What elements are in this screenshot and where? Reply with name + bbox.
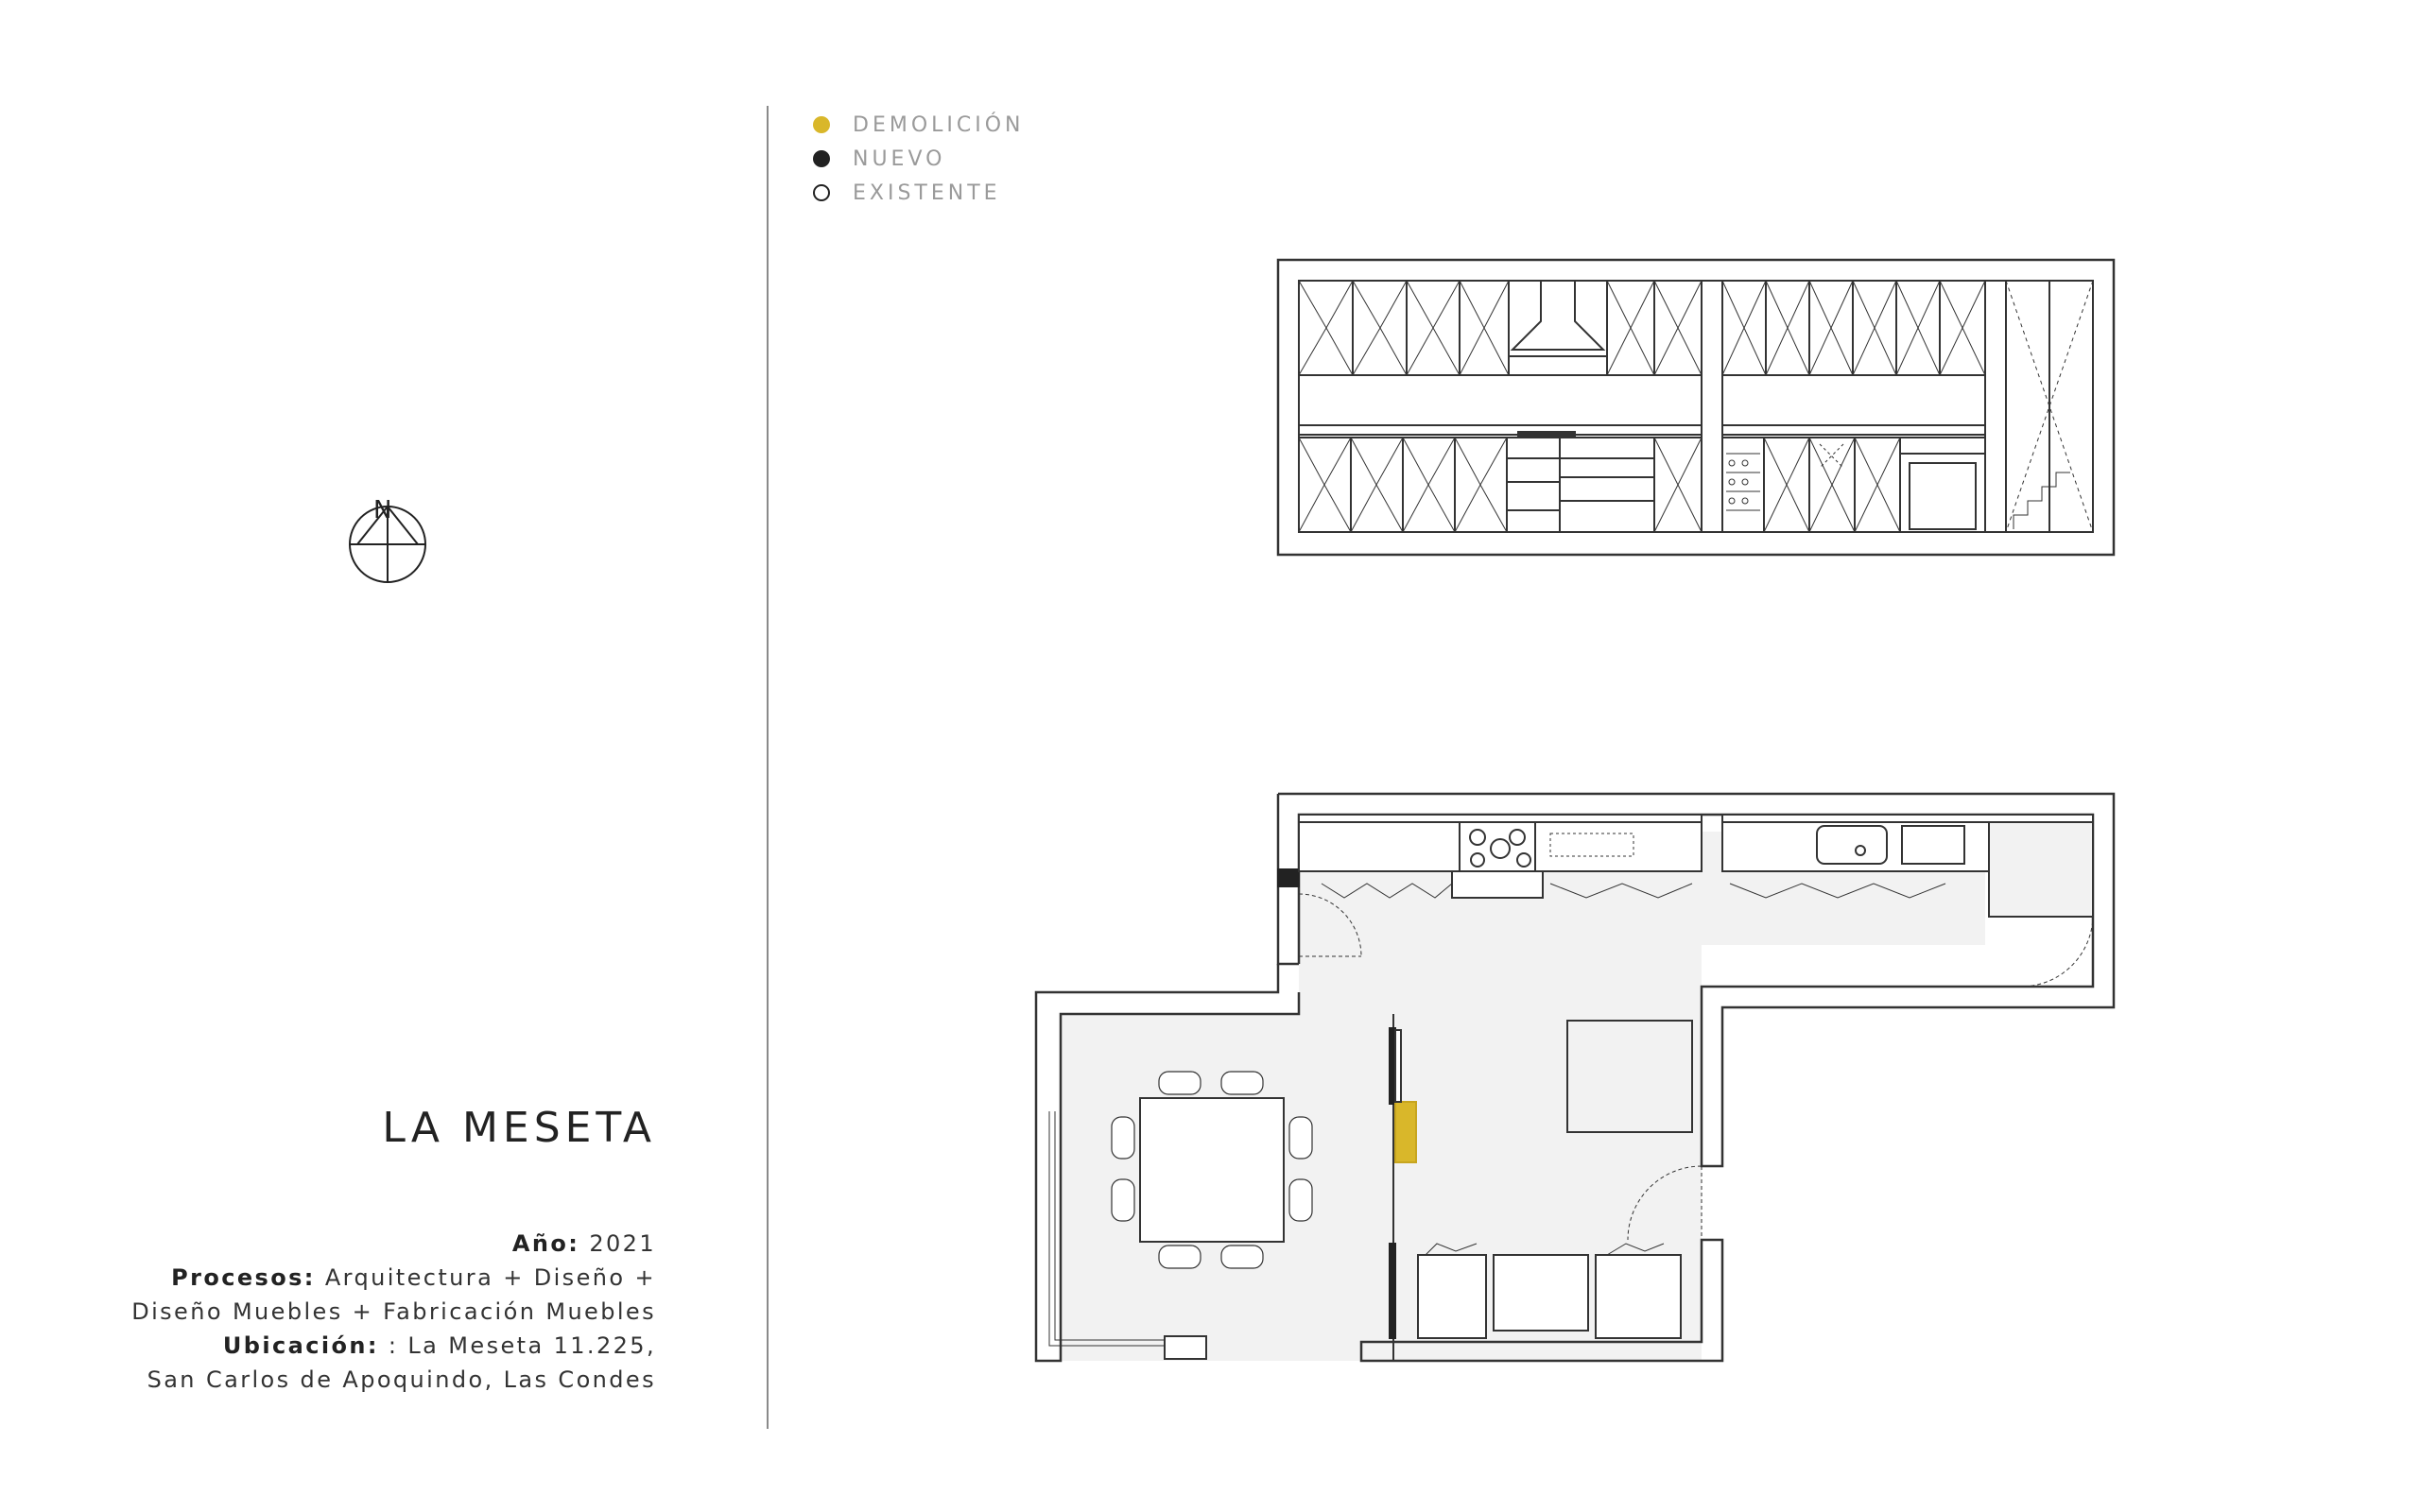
- legend-item-new: NUEVO: [813, 142, 1025, 176]
- legend-item-existing: EXISTENTE: [813, 176, 1025, 210]
- legend-label: EXISTENTE: [853, 180, 1001, 205]
- vertical-divider: [767, 106, 769, 1429]
- new-dot-icon: [813, 150, 830, 167]
- legend: DEMOLICIÓN NUEVO EXISTENTE: [813, 108, 1025, 210]
- existing-dot-icon: [813, 184, 830, 201]
- location-value-2: San Carlos de Apoquindo, Las Condes: [147, 1366, 656, 1393]
- processes-label: Procesos:: [171, 1264, 316, 1291]
- location-line: Ubicación: : La Meseta 11.225,: [131, 1329, 656, 1363]
- processes-line: Procesos: Arquitectura + Diseño +: [131, 1261, 656, 1295]
- legend-label: DEMOLICIÓN: [853, 112, 1025, 137]
- legend-item-demolition: DEMOLICIÓN: [813, 108, 1025, 142]
- year-label: Año:: [511, 1230, 580, 1257]
- location-label: Ubicación:: [222, 1332, 379, 1359]
- north-arrow-icon: [349, 505, 426, 583]
- year-value: 2021: [589, 1230, 656, 1257]
- location-value-1: : La Meseta 11.225,: [388, 1332, 656, 1359]
- project-title: LA MESETA: [382, 1104, 656, 1152]
- demolition-dot-icon: [813, 116, 830, 133]
- kitchen-elevation: [1276, 258, 2116, 557]
- project-info: Año: 2021 Procesos: Arquitectura + Diseñ…: [131, 1227, 656, 1397]
- legend-label: NUEVO: [853, 146, 946, 171]
- year-line: Año: 2021: [131, 1227, 656, 1261]
- kitchen-floor-plan: [1034, 792, 2116, 1363]
- processes-value-2: Diseño Muebles + Fabricación Muebles: [131, 1298, 656, 1325]
- processes-value-1: Arquitectura + Diseño +: [324, 1264, 656, 1291]
